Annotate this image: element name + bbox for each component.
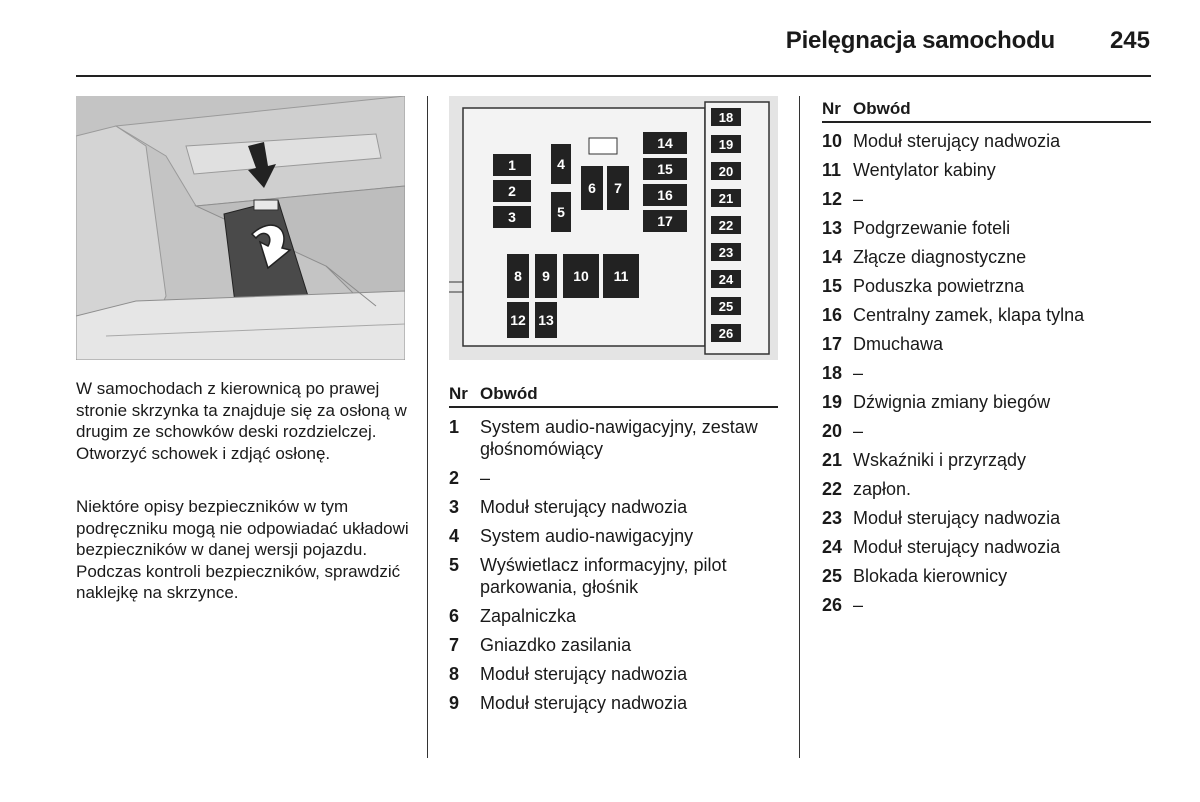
fuse-label-23: 23 (719, 245, 733, 260)
fuse-label-5: 5 (557, 204, 565, 220)
fuse-label-9: 9 (542, 268, 550, 284)
page-header: Pielęgnacja samochodu 245 (0, 0, 1200, 80)
fuse-box-diagram: 1 2 3 4 5 6 7 8 9 10 11 12 13 14 15 16 1… (449, 96, 778, 360)
col-nr-header: Nr (822, 99, 841, 118)
column-divider-1 (427, 96, 428, 758)
table-header: Nr Obwód (449, 380, 778, 408)
fuse-label-13: 13 (538, 312, 554, 328)
fuse-label-20: 20 (719, 164, 733, 179)
fuse-label-14: 14 (657, 135, 673, 151)
fuse-label-26: 26 (719, 326, 733, 341)
col-nr-header: Nr (449, 384, 468, 403)
col-circuit-header: Obwód (853, 99, 911, 118)
page-title: Pielęgnacja samochodu (785, 27, 1055, 54)
fuse-label-21: 21 (719, 191, 733, 206)
fuse-label-7: 7 (614, 180, 622, 196)
fuse-label-25: 25 (719, 299, 733, 314)
fuse-label-22: 22 (719, 218, 733, 233)
paragraph-fuse-note: Niektóre opisy bezpieczników w tym podrę… (76, 497, 409, 602)
fuse-label-11: 11 (614, 268, 629, 284)
column-divider-2 (799, 96, 800, 758)
fuse-label-4: 4 (557, 156, 565, 172)
fuse-label-2: 2 (508, 183, 516, 199)
fuse-label-15: 15 (657, 161, 673, 177)
page-number: 245 (1109, 27, 1150, 54)
paragraph-rhd-location: W samochodach z kierownicą po prawej str… (76, 379, 407, 463)
fuse-label-12: 12 (510, 312, 526, 328)
fuse-label-10: 10 (573, 268, 589, 284)
col-circuit-header: Obwód (480, 384, 538, 403)
fuse-label-18: 18 (719, 110, 733, 125)
glovebox-illustration (76, 96, 405, 360)
fuse-label-24: 24 (719, 272, 734, 287)
fuse-label-1: 1 (508, 157, 516, 173)
fuse-label-19: 19 (719, 137, 733, 152)
header-rule (76, 75, 1151, 77)
fuse-label-6: 6 (588, 180, 596, 196)
fuse-label-16: 16 (657, 187, 673, 203)
fuse-label-17: 17 (657, 213, 673, 229)
fuse-label-8: 8 (514, 268, 522, 284)
table-header: Nr Obwód (822, 95, 1151, 123)
fuse-label-3: 3 (508, 209, 516, 225)
